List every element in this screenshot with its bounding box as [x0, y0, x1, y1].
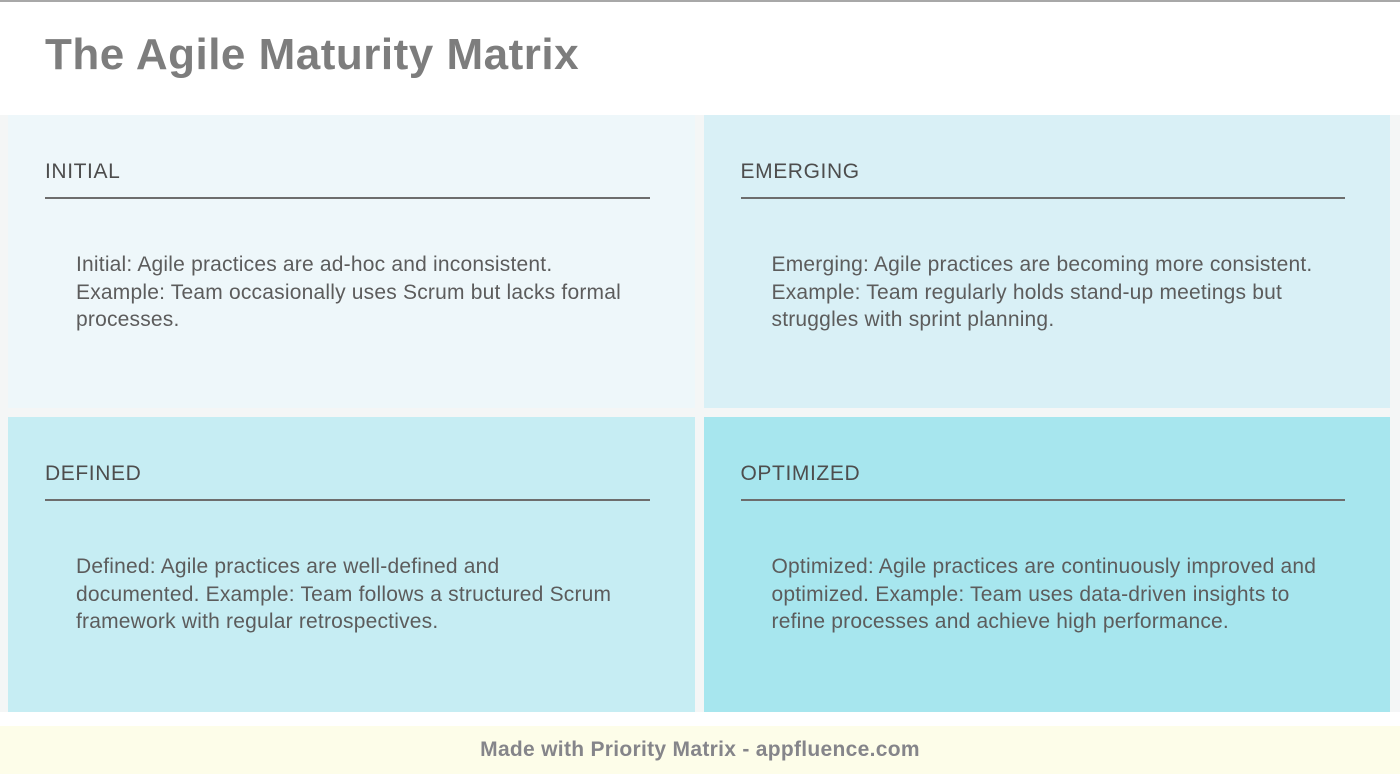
quadrant-emerging-body: Emerging: Agile practices are becoming m…: [771, 253, 1313, 331]
quadrant-emerging: EMERGING Emerging: Agile practices are b…: [703, 115, 1390, 408]
quadrant-defined-body: Defined: Agile practices are well-define…: [76, 555, 612, 633]
quadrant-optimized-body: Optimized: Agile practices are continuou…: [771, 555, 1317, 633]
footer-credit-text: Made with Priority Matrix - appfluence.c…: [480, 738, 920, 761]
quadrant-optimized: OPTIMIZED Optimized: Agile practices are…: [703, 417, 1390, 712]
quadrant-defined-header: DEFINED: [45, 462, 650, 501]
quadrant-initial-header: INITIAL: [45, 160, 650, 199]
quadrant-emerging-header: EMERGING: [740, 160, 1345, 199]
quadrant-matrix: INITIAL Initial: Agile practices are ad-…: [0, 115, 1400, 712]
footer-band: Made with Priority Matrix - appfluence.c…: [0, 726, 1400, 774]
title-band: The Agile Maturity Matrix: [0, 2, 1400, 115]
quadrant-defined: DEFINED Defined: Agile practices are wel…: [8, 417, 695, 712]
quadrant-initial-body: Initial: Agile practices are ad-hoc and …: [76, 253, 621, 331]
footer-gap: [0, 712, 1400, 726]
quadrant-initial: INITIAL Initial: Agile practices are ad-…: [8, 115, 695, 408]
page-title: The Agile Maturity Matrix: [45, 30, 580, 79]
quadrant-optimized-header: OPTIMIZED: [740, 462, 1345, 501]
